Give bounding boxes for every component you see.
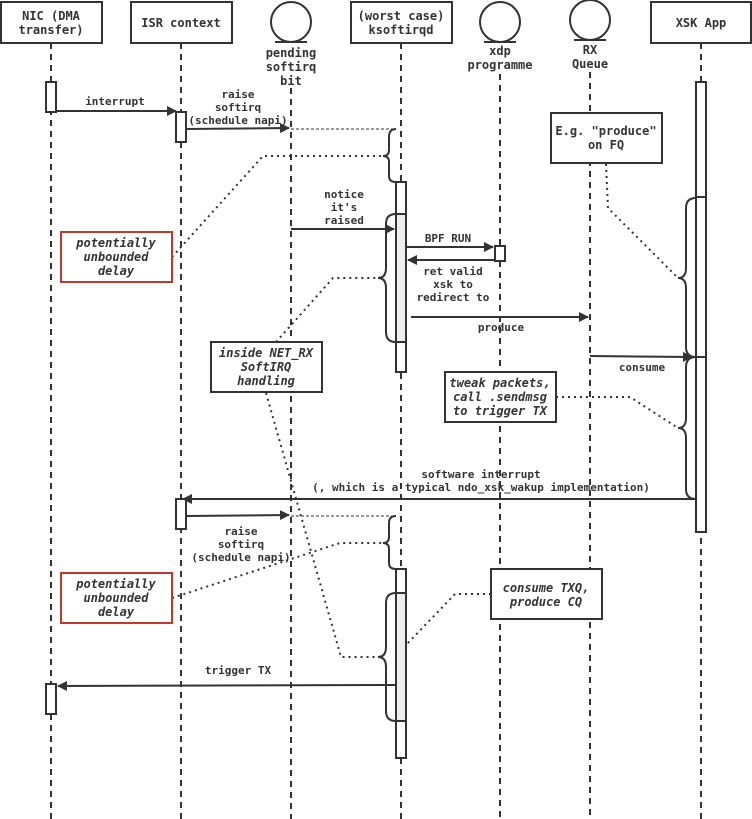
participant-label: (worst case) — [358, 9, 445, 23]
participant-xdp: xdp programme — [467, 1, 533, 72]
note-text: inside NET_RX — [219, 346, 314, 361]
note-link-tweak — [556, 396, 679, 429]
label-raise-1: raise — [221, 88, 254, 101]
note-tweak: tweak packets, call .sendmsg to trigger … — [444, 371, 557, 423]
participant-ksoftirqd: (worst case) ksoftirqd — [350, 1, 453, 44]
activations — [45, 81, 707, 759]
note-link-net-rx-2 — [265, 392, 378, 658]
participant-label: bit — [280, 74, 302, 88]
note-produce-fq: E.g. "produce" on FQ — [550, 112, 663, 164]
activation-nic-1 — [45, 81, 57, 113]
note-text: produce CQ — [509, 595, 582, 609]
note-consume-txq: consume TXQ, produce CQ — [490, 568, 603, 620]
note-text: potentially — [75, 236, 156, 250]
participant-pending: pending softirq bit — [266, 1, 317, 88]
activation-xsk-inner — [695, 196, 707, 358]
participant-xsk: XSK App — [650, 1, 752, 44]
note-text: unbounded — [83, 250, 149, 264]
brace-net-rx-2 — [377, 592, 397, 722]
brace-ksoftirqd-1 — [382, 128, 397, 183]
label-raise-2: (schedule napi) — [191, 551, 290, 564]
braces — [377, 128, 697, 722]
activation-xdp — [494, 245, 506, 262]
label-raise-1: softirq — [215, 101, 261, 114]
note-delay-2: potentially unbounded delay — [60, 572, 173, 624]
activation-ksoftirqd-1-inner — [395, 213, 407, 343]
brace-xsk-2 — [677, 356, 697, 500]
participant-label: RX — [583, 43, 598, 57]
message-arrows — [56, 106, 696, 691]
brace-net-rx-1 — [377, 213, 397, 343]
label-ret-valid: redirect to — [417, 291, 490, 304]
arrow-raise-1 — [185, 123, 290, 134]
participant-label: transfer) — [18, 23, 83, 37]
label-interrupt: interrupt — [85, 95, 145, 108]
label-notice: it's — [331, 201, 358, 214]
participant-rxq: RX Queue — [569, 0, 611, 71]
note-text: on FQ — [588, 138, 624, 152]
note-connectors — [171, 155, 679, 658]
note-link-produce-fq — [605, 163, 679, 279]
label-ret-valid: xsk to — [433, 278, 473, 291]
brace-ksoftirqd-2 — [382, 515, 397, 570]
label-raise-1: (schedule napi) — [188, 114, 287, 127]
note-net-rx: inside NET_RX SoftIRQ handling — [210, 341, 323, 393]
participant-nic: NIC (DMA transfer) — [0, 1, 103, 44]
activation-isr-2 — [175, 498, 187, 530]
label-notice: notice — [324, 188, 364, 201]
label-trigger-tx: trigger TX — [205, 664, 272, 677]
label-produce: produce — [478, 321, 525, 334]
label-consume: consume — [619, 361, 666, 374]
activation-ksoftirqd-2-inner — [395, 592, 407, 722]
note-text: potentially — [75, 577, 156, 591]
participant-label: Queue — [572, 57, 608, 71]
note-text: call .sendmsg — [453, 390, 547, 404]
participant-label: ksoftirqd — [368, 23, 433, 37]
note-text: delay — [98, 264, 135, 278]
arrow-trigger-tx — [57, 680, 397, 691]
participant-label: softirq — [266, 60, 317, 74]
label-sw-interrupt: (, which is a typical ndo_xsk_wakup impl… — [312, 481, 650, 494]
participant-isr: ISR context — [130, 1, 233, 44]
brace-xsk-1 — [677, 197, 697, 358]
label-sw-interrupt: software interrupt — [421, 468, 540, 481]
label-raise-2: softirq — [218, 538, 264, 551]
note-link-delay-2 — [171, 542, 383, 599]
arrow-raise-2 — [185, 510, 290, 521]
note-text: consume TXQ, — [503, 581, 590, 595]
participant-label: pending — [266, 46, 317, 60]
participant-label: xdp — [489, 44, 511, 58]
arrow-consume — [589, 351, 693, 362]
label-ret-valid: ret valid — [423, 265, 483, 278]
participant-label: programme — [467, 58, 532, 72]
label-bpf-run: BPF RUN — [425, 232, 471, 245]
note-text: handling — [237, 374, 295, 388]
note-text: unbounded — [83, 591, 149, 605]
activation-nic-2 — [45, 683, 57, 715]
label-notice: raised — [324, 214, 364, 227]
note-link-net-rx-1 — [275, 277, 378, 343]
label-raise-2: raise — [224, 525, 257, 538]
message-labels: interrupt raise softirq (schedule napi) … — [85, 88, 665, 677]
participant-label: XSK App — [676, 16, 727, 30]
thin-connectors — [291, 128, 396, 517]
note-delay-1: potentially unbounded delay — [60, 231, 173, 283]
note-text: tweak packets, — [449, 376, 550, 390]
participant-label: ISR context — [141, 16, 220, 30]
note-text: delay — [98, 605, 135, 619]
activation-isr-1 — [175, 111, 187, 143]
note-text: E.g. "produce" — [555, 124, 656, 138]
note-link-consume-txq — [405, 593, 491, 646]
note-text: SoftIRQ — [241, 360, 292, 374]
note-text: to trigger TX — [453, 404, 548, 418]
participant-label: NIC (DMA — [22, 9, 81, 23]
